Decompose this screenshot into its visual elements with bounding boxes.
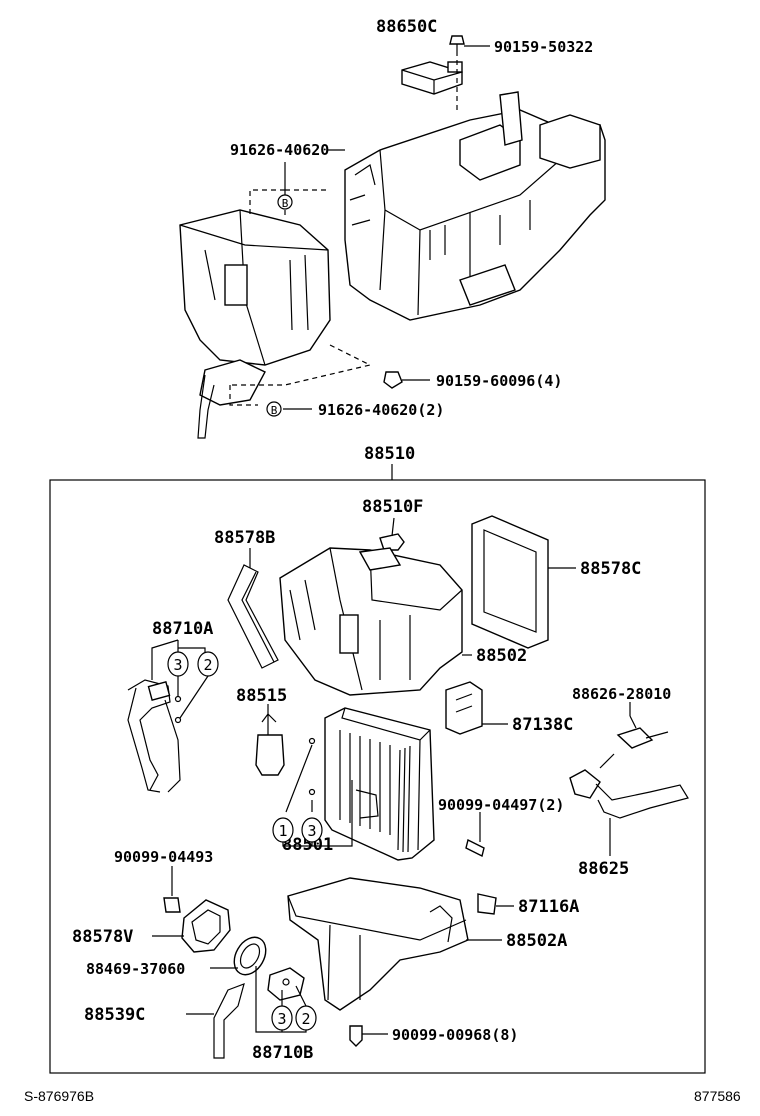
label-90159-60096: 90159-60096(4) xyxy=(436,372,562,390)
footer-left-code: S-876976B xyxy=(24,1088,94,1104)
label-90099-04493: 90099-04493 xyxy=(114,848,213,866)
callout-1-b: 1 xyxy=(272,817,294,843)
part-87138C-sensor xyxy=(445,681,483,735)
label-88710B: 88710B xyxy=(252,1043,313,1063)
leader xyxy=(295,985,307,1007)
callout-2-text: 2 xyxy=(301,1010,310,1028)
callout-3-text: 3 xyxy=(173,656,182,674)
leader xyxy=(179,675,209,719)
o-ring xyxy=(308,737,316,745)
part-88650C-bracket xyxy=(401,61,463,95)
label-88578V: 88578V xyxy=(72,927,133,947)
part-88469-37060-ring xyxy=(233,936,267,976)
part-90099-04493-screw xyxy=(163,897,181,913)
part-heater-unit-top xyxy=(344,91,606,321)
part-90099-00968-screw xyxy=(349,1025,363,1047)
leader xyxy=(178,647,206,652)
leader xyxy=(391,517,395,537)
part-88710B-pipe xyxy=(267,967,305,1001)
callout-2-c: 2 xyxy=(295,1005,317,1031)
label-88626-28010: 88626-28010 xyxy=(572,685,671,703)
leader xyxy=(285,744,313,813)
label-87138C: 87138C xyxy=(512,715,573,735)
part-90099-04497-screw xyxy=(465,838,485,858)
label-88502A: 88502A xyxy=(506,931,567,951)
part-88625-wire xyxy=(569,753,689,819)
part-88502A-case-lower xyxy=(287,877,469,1011)
callout-3-c: 3 xyxy=(271,1005,293,1031)
part-90159-50322-bolt xyxy=(449,35,465,56)
callout-3-text: 3 xyxy=(307,822,316,840)
label-88469-37060: 88469-37060 xyxy=(86,960,185,978)
callout-b-lower: B xyxy=(266,401,282,417)
leader xyxy=(282,780,353,847)
footer-right-code: 877586 xyxy=(694,1088,741,1104)
o-ring xyxy=(174,716,182,724)
part-88626-28010-clamp xyxy=(616,715,669,749)
callout-2-text: 2 xyxy=(203,656,212,674)
label-88510: 88510 xyxy=(364,444,415,464)
label-90099-04497: 90099-04497(2) xyxy=(438,796,564,814)
label-91626-40620-2: 91626-40620(2) xyxy=(318,401,444,419)
callout-b-upper: B xyxy=(277,194,293,210)
callout-b-text: B xyxy=(271,404,278,417)
part-88578V-seal xyxy=(181,899,231,953)
label-88515: 88515 xyxy=(236,686,287,706)
part-88502-case-upper xyxy=(279,547,463,696)
label-90099-00968: 90099-00968(8) xyxy=(392,1026,518,1044)
label-88625: 88625 xyxy=(578,859,629,879)
callout-1-text: 1 xyxy=(278,822,287,840)
label-88502: 88502 xyxy=(476,646,527,666)
callout-3-text: 3 xyxy=(277,1010,286,1028)
o-ring xyxy=(308,788,316,796)
label-90159-50322: 90159-50322 xyxy=(494,38,593,56)
label-87116A: 87116A xyxy=(518,897,579,917)
part-88510F-clip xyxy=(379,533,405,551)
label-88578B: 88578B xyxy=(214,528,275,548)
callout-2-a: 2 xyxy=(197,651,219,677)
leader xyxy=(151,639,179,680)
callout-3-b: 3 xyxy=(301,817,323,843)
label-88578C: 88578C xyxy=(580,559,641,579)
part-90159-60096-bolt xyxy=(383,371,403,389)
part-88515-valve xyxy=(255,713,285,776)
label-88710A: 88710A xyxy=(152,619,213,639)
part-88501-evaporator xyxy=(324,707,435,861)
label-88510F: 88510F xyxy=(362,497,423,517)
callout-b-text: B xyxy=(282,197,289,210)
callout-3-a: 3 xyxy=(167,651,189,677)
label-88539C: 88539C xyxy=(84,1005,145,1025)
assembly-88510-frame xyxy=(49,479,706,1074)
label-91626-40620: 91626-40620 xyxy=(230,141,329,159)
o-ring xyxy=(174,695,182,703)
assembly-dashes-top xyxy=(229,189,372,406)
part-88539C-hose xyxy=(213,983,245,1059)
leader xyxy=(255,966,307,1033)
part-88578C-gasket xyxy=(471,515,549,649)
part-blower-unit-top xyxy=(179,209,331,439)
part-87116A-clip xyxy=(477,893,497,915)
part-88710A-pipe xyxy=(127,679,181,793)
label-88650C: 88650C xyxy=(376,17,437,37)
part-88578B-gasket xyxy=(227,564,279,669)
label-88501: 88501 xyxy=(282,835,333,855)
